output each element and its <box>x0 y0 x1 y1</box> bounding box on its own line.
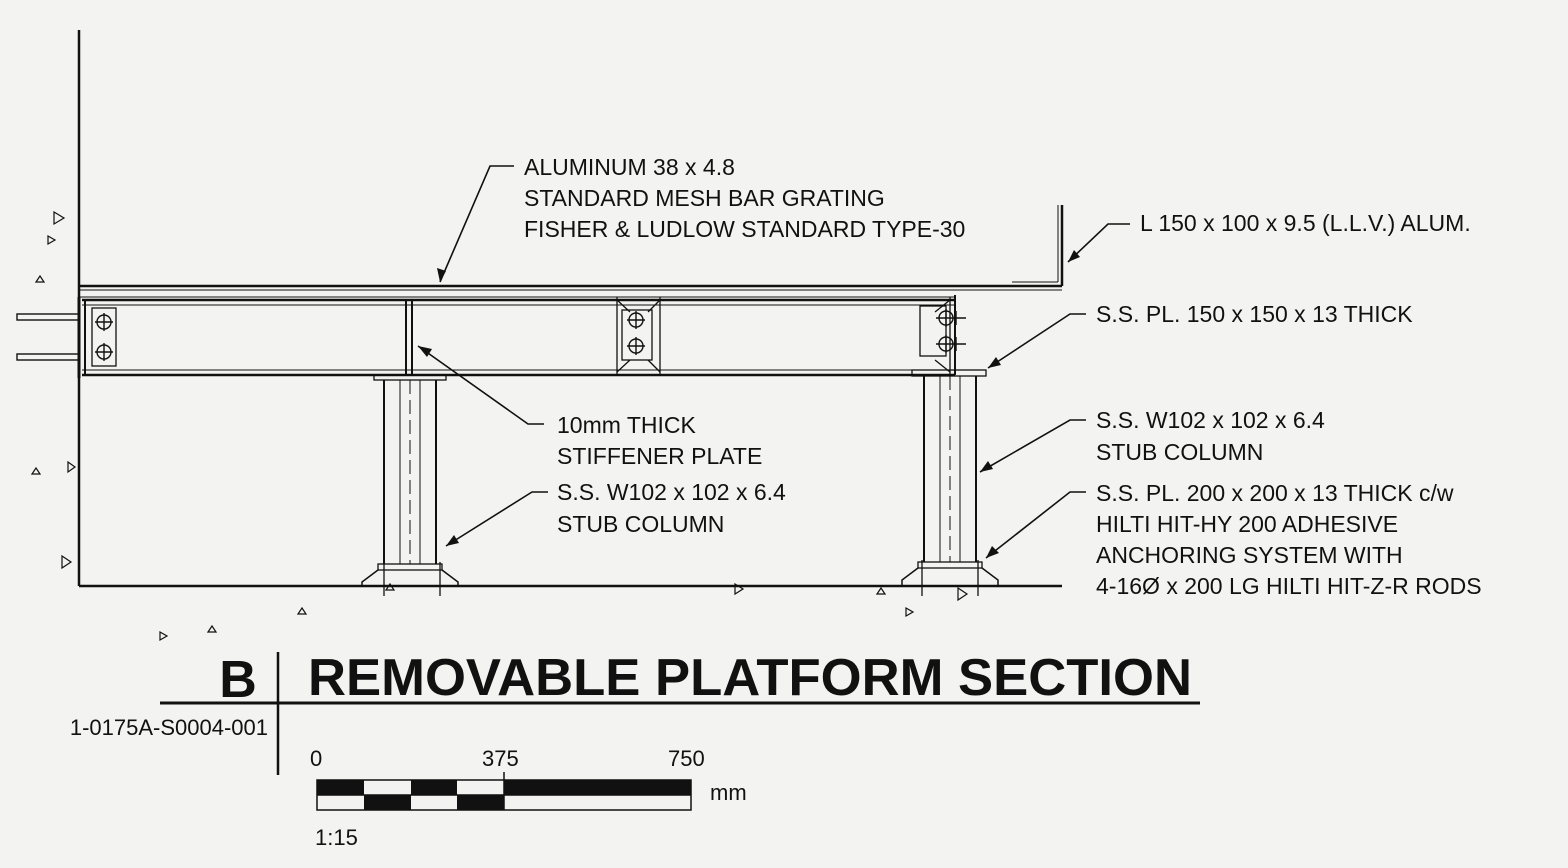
wall-anchor-rods <box>16 313 80 361</box>
callout-stub-left-line-2: STUB COLUMN <box>557 511 724 537</box>
callout-base-line-4: 4-16Ø x 200 LG HILTI HIT-Z-R RODS <box>1096 573 1482 599</box>
callout-stub-left-line-1: S.S. W102 x 102 x 6.4 <box>557 479 786 505</box>
scale-tick-375: 375 <box>482 746 519 771</box>
scale-tick-750: 750 <box>668 746 705 771</box>
callout-stiffener: 10mm THICK STIFFENER PLATE <box>557 412 762 469</box>
bolts <box>95 309 966 361</box>
scale-ratio: 1:15 <box>315 825 358 850</box>
leader-arrowheads <box>418 250 1080 558</box>
callout-stub-column-left: S.S. W102 x 102 x 6.4 STUB COLUMN <box>557 479 786 537</box>
callout-stub-right-line-1: S.S. W102 x 102 x 6.4 <box>1096 407 1325 433</box>
callout-base-line-2: HILTI HIT-HY 200 ADHESIVE <box>1096 511 1398 537</box>
stub-column-right <box>901 369 999 596</box>
stiffener-plate <box>405 300 413 375</box>
drawing-reference: 1-0175A-S0004-001 <box>70 715 268 740</box>
angle-support <box>1012 205 1064 286</box>
title-block: B REMOVABLE PLATFORM SECTION 1-0175A-S00… <box>70 649 1200 775</box>
callout-cap-plate: S.S. PL. 150 x 150 x 13 THICK <box>1096 301 1413 327</box>
scale-unit: mm <box>710 780 747 805</box>
scale-tick-0: 0 <box>310 746 322 771</box>
scale-bar: 0 375 750 mm 1:15 <box>310 746 747 850</box>
callout-stiffener-line-1: 10mm THICK <box>557 412 697 438</box>
callout-grating: ALUMINUM 38 x 4.8 STANDARD MESH BAR GRAT… <box>524 154 965 242</box>
callout-grating-line-1: ALUMINUM 38 x 4.8 <box>524 154 735 180</box>
section-title: REMOVABLE PLATFORM SECTION <box>308 649 1192 707</box>
leader-lines <box>417 165 1130 559</box>
callout-stub-column-right: S.S. W102 x 102 x 6.4 STUB COLUMN <box>1096 407 1325 465</box>
callout-stiffener-line-2: STIFFENER PLATE <box>557 443 762 469</box>
callout-base-line-1: S.S. PL. 200 x 200 x 13 THICK c/w <box>1096 480 1454 506</box>
stub-column-left <box>361 374 459 596</box>
bolt-connections <box>91 305 947 367</box>
callout-grating-line-3: FISHER & LUDLOW STANDARD TYPE-30 <box>524 216 965 242</box>
callout-grating-line-2: STANDARD MESH BAR GRATING <box>524 185 885 211</box>
beam <box>77 295 956 378</box>
section-letter: B <box>219 651 257 709</box>
callout-stub-right-line-2: STUB COLUMN <box>1096 439 1263 465</box>
callout-base-plate: S.S. PL. 200 x 200 x 13 THICK c/w HILTI … <box>1096 480 1482 599</box>
callout-base-line-3: ANCHORING SYSTEM WITH <box>1096 542 1403 568</box>
grating <box>79 284 1062 298</box>
callout-angle: L 150 x 100 x 9.5 (L.L.V.) ALUM. <box>1140 210 1471 236</box>
